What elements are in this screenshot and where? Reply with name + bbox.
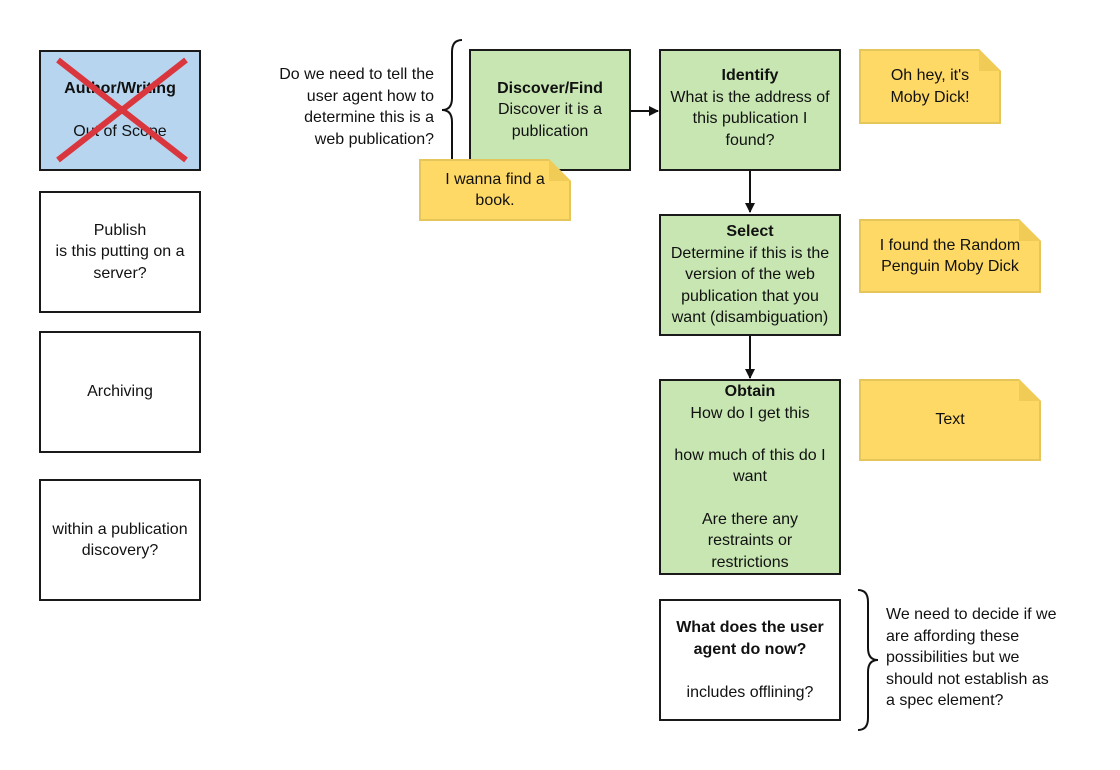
author-title: Author/Writing [64,80,176,98]
user-agent-title1: What does the user [676,619,824,636]
identify-box: Identify What is the address of this pub… [659,49,841,171]
sticky-note-text: Text [859,379,1041,461]
question-left: Do we need to tell the user agent how to… [279,66,434,148]
archiving-box: Archiving [39,331,201,453]
sticky-note-find-book: I wanna find a book. [419,159,571,221]
within-publication-box: within a publication discovery? [39,479,201,601]
select-title: Select [726,223,774,241]
author-subtitle: Out of Scope [73,123,167,141]
publish-line1: Publish [93,221,147,239]
question-right: We need to decide if we are affording th… [886,606,1057,709]
discover-title: Discover/Find [497,79,603,97]
archiving-label: Archiving [87,383,153,401]
user-agent-box: What does the user agent do now? include… [659,599,841,721]
publish-line2: is this putting on a [55,243,185,261]
select-box: Select Determine if this is the version … [659,214,841,336]
discover-find-box: Discover/Find Discover it is a publicati… [469,49,631,171]
sticky-note-random-penguin: I found the Random Penguin Moby Dick [859,219,1041,293]
sticky-note-moby-dick: Oh hey, it's Moby Dick! [859,49,1001,124]
author-writing-box: Author/Writing Out of Scope [39,50,201,171]
within-line1: within a publication [52,520,188,538]
brace-right [857,589,879,731]
brace-left [441,39,463,173]
publish-box: Publish is this putting on a server? [39,191,201,313]
within-line2: discovery? [81,542,159,559]
identify-title: Identify [721,67,779,84]
obtain-box: Obtain How do I get this how much of thi… [659,379,841,575]
user-agent-title2: agent do now? [693,640,807,658]
obtain-title: Obtain [724,383,776,400]
publish-line3: server? [93,264,147,282]
